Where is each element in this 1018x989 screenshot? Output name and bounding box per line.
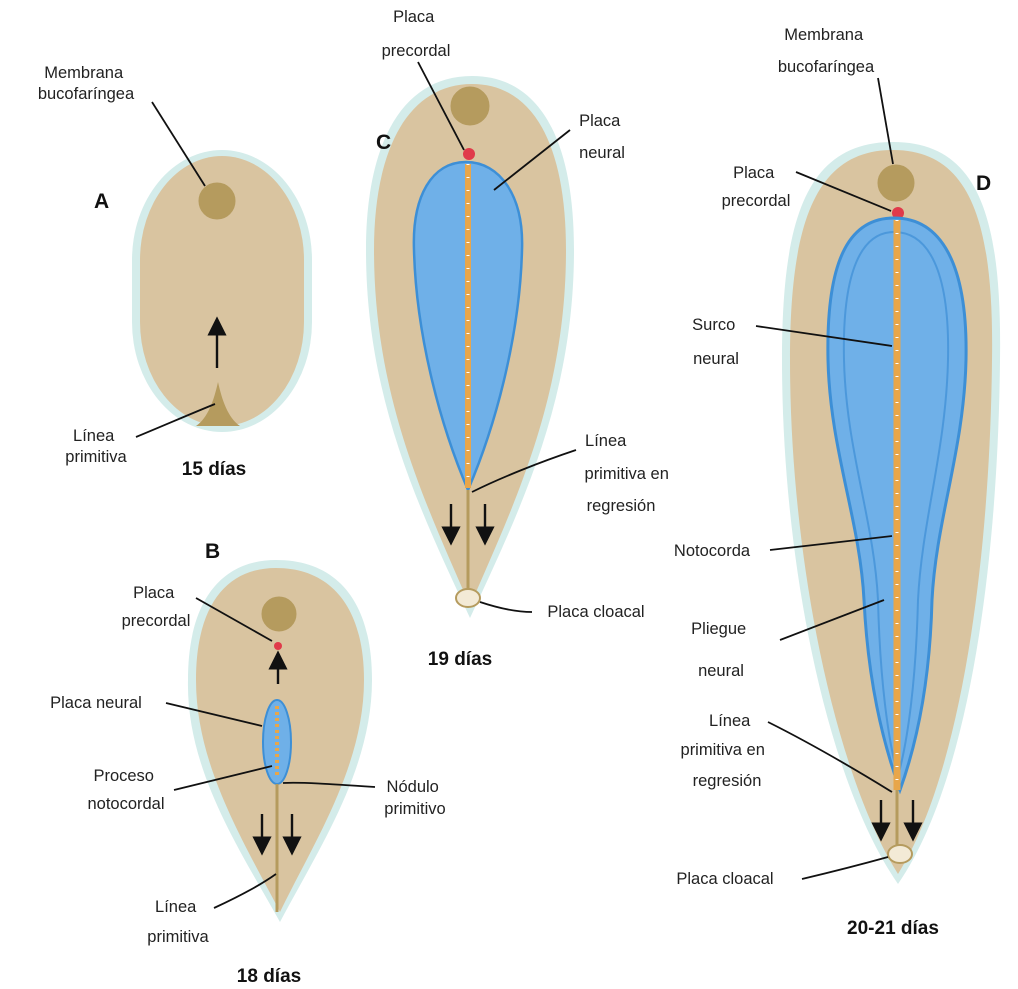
label-neural-plate-b: Placa neural [50, 694, 142, 712]
panel-a: A Membrana bucofaríngea Línea primitiva … [38, 64, 312, 480]
buccopharyngeal-membrane-b [262, 597, 296, 631]
precordal-plate-b [274, 642, 282, 650]
label-membrane-a: Membrana bucofaríngea [38, 64, 135, 103]
panel-letter-b: B [205, 540, 220, 563]
panel-letter-c: C [376, 131, 391, 154]
days-b: 18 días [237, 966, 301, 987]
days-a: 15 días [182, 459, 246, 480]
label-cloacal-c: Placa cloacal [547, 603, 644, 621]
label-groove-d: Surco neural [692, 316, 740, 368]
buccopharyngeal-membrane-a [199, 183, 235, 219]
precordal-plate-c [463, 148, 475, 160]
label-neural-plate-c: Placa neural [579, 112, 625, 162]
label-streak-c: Línea primitiva en regresión [585, 432, 674, 515]
buccopharyngeal-membrane-c [451, 87, 489, 125]
label-node-b: Nódulo primitivo [384, 778, 445, 818]
label-cloacal-d: Placa cloacal [676, 870, 773, 888]
label-precordal-c: Placa precordal [382, 8, 451, 60]
panel-c: C Placa precordal Placa neural Línea pri… [366, 8, 673, 670]
label-streak-d: Línea primitiva en regresión [681, 712, 770, 790]
buccopharyngeal-membrane-d [878, 165, 914, 201]
label-streak-a: Línea primitiva [65, 427, 127, 466]
label-streak-b: Línea primitiva [147, 898, 209, 946]
panel-letter-a: A [94, 190, 109, 213]
panel-d: D Membrana bucofaríngea Placa precordal … [674, 26, 1000, 939]
label-precordal-b: Placa precordal [122, 584, 191, 630]
panel-b: B Placa precordal Placa neural Proceso n… [50, 540, 446, 987]
cloacal-plate-d [888, 845, 912, 863]
panel-letter-d: D [976, 172, 991, 195]
cloacal-plate-c [456, 589, 480, 607]
days-c: 19 días [428, 649, 492, 670]
label-precordal-d: Placa precordal [722, 164, 791, 210]
days-d: 20-21 días [847, 918, 939, 939]
label-membrane-d: Membrana bucofaríngea [778, 26, 875, 76]
label-notochord-d: Notocorda [674, 542, 751, 560]
label-process-b: Proceso notocordal [87, 767, 164, 813]
label-fold-d: Pliegue neural [691, 620, 751, 680]
